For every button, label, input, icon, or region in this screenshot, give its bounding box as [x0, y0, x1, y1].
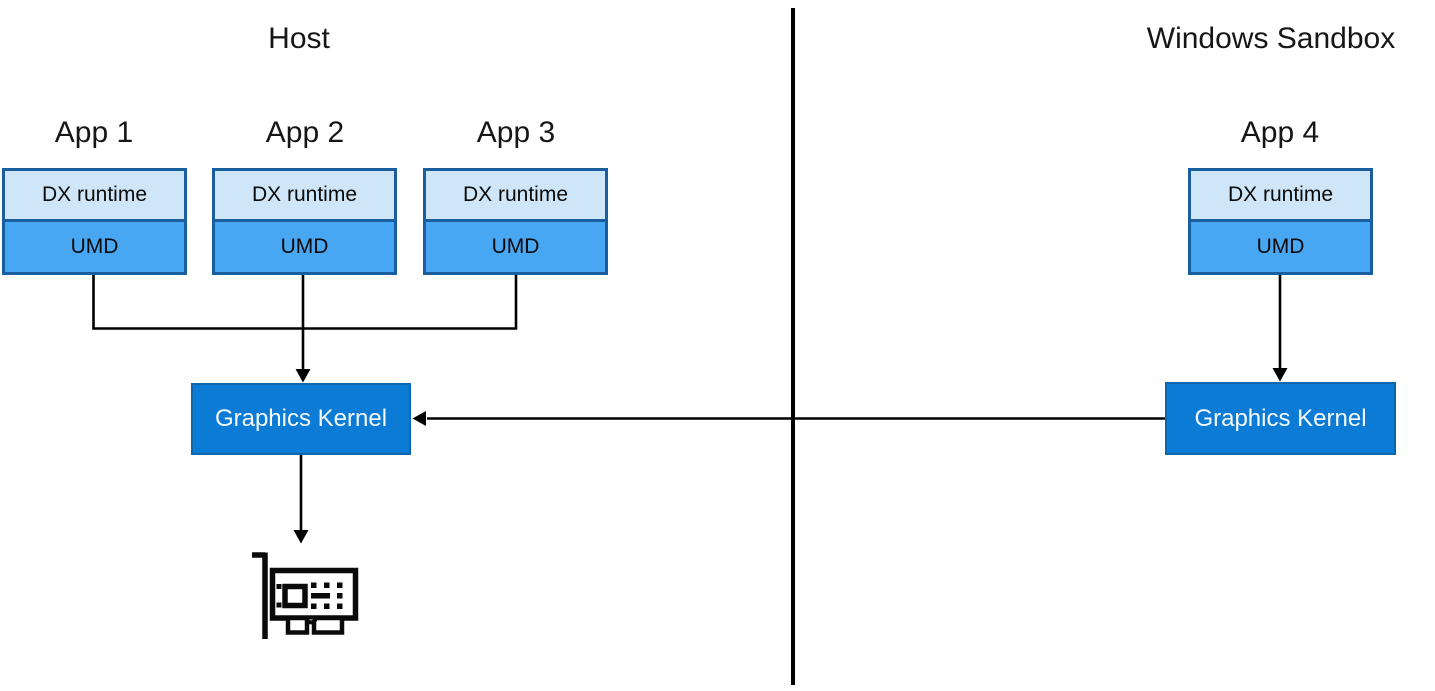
app2-umd: UMD [215, 221, 394, 272]
app2-to-kernel-arrowhead-icon [295, 369, 311, 383]
app3-stack: DX runtime UMD [423, 168, 608, 275]
app3-umd: UMD [426, 221, 605, 272]
host-graphics-kernel-box: Graphics Kernel [191, 383, 411, 455]
app1-label: App 1 [54, 116, 134, 149]
app2-label: App 2 [265, 116, 345, 149]
sandbox-graphics-kernel-box: Graphics Kernel [1165, 382, 1396, 455]
app1-app3-bus-line [92, 275, 518, 330]
windows-sandbox-section-title: Windows Sandbox [1146, 22, 1396, 55]
app4-umd: UMD [1191, 221, 1370, 272]
app1-dx-runtime: DX runtime [5, 171, 184, 222]
kernel-to-gpu-arrowhead-icon [293, 530, 309, 544]
app1-umd: UMD [5, 221, 184, 272]
app1-stack: DX runtime UMD [2, 168, 187, 275]
app2-dx-runtime: DX runtime [215, 171, 394, 222]
host-sandbox-divider-line [791, 8, 795, 685]
app4-stack: DX runtime UMD [1188, 168, 1373, 275]
gpu-card-icon [252, 552, 359, 639]
app4-to-kernel-arrowhead-icon [1272, 368, 1288, 382]
host-section-title: Host [268, 22, 330, 55]
app3-dx-runtime: DX runtime [426, 171, 605, 222]
app4-dx-runtime: DX runtime [1191, 171, 1370, 222]
sandbox-kernel-to-host-kernel-arrowhead-icon [412, 411, 426, 426]
app2-stack: DX runtime UMD [212, 168, 397, 275]
app3-label: App 3 [476, 116, 556, 149]
app4-label: App 4 [1240, 116, 1320, 149]
